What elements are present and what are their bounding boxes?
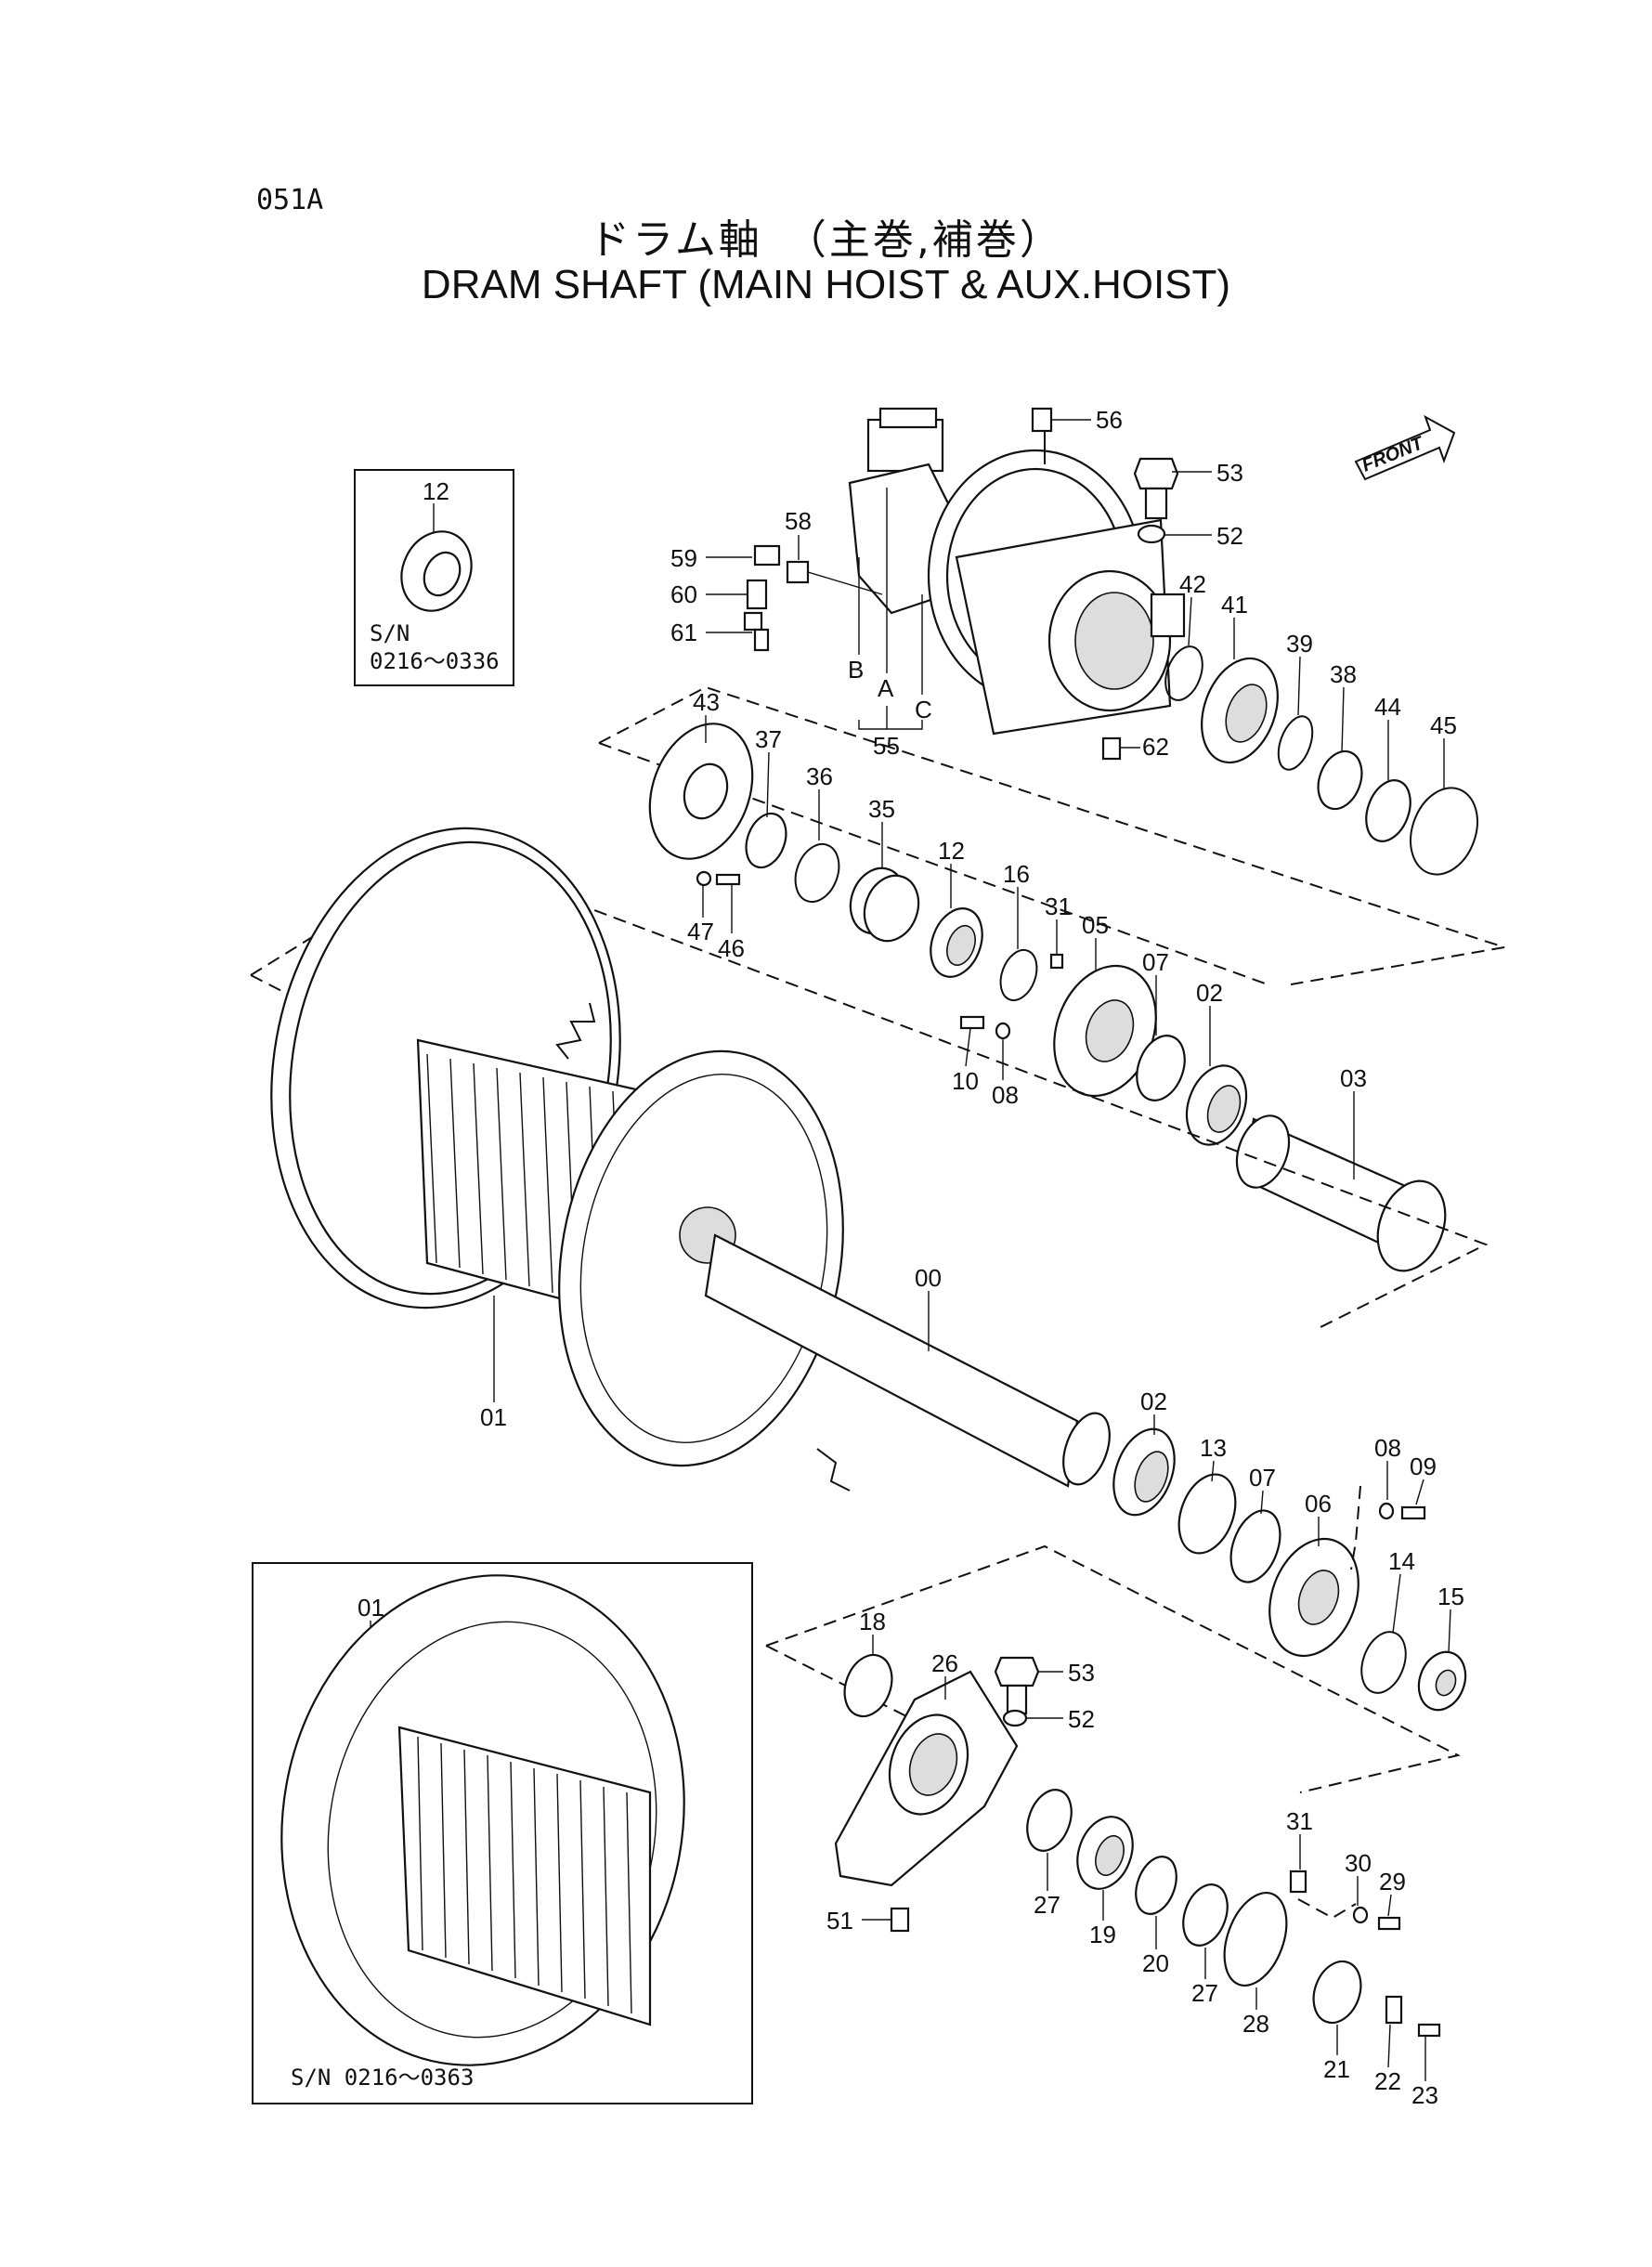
part-label: 52 <box>1068 1705 1095 1733</box>
part-label: 56 <box>1096 406 1123 434</box>
part-label: 52 <box>1216 522 1243 550</box>
part-label: 16 <box>1003 860 1030 888</box>
part-label: 03 <box>1340 1064 1367 1092</box>
part-label: 09 <box>1410 1453 1437 1480</box>
part-label: 39 <box>1286 630 1313 658</box>
part-label: 46 <box>718 934 745 962</box>
part-label: C <box>915 696 932 723</box>
inset-top-box: 12 S/N 0216～0336 <box>354 469 514 686</box>
part-label: 37 <box>755 725 782 753</box>
fitting-parts <box>743 544 883 652</box>
part-label: 12 <box>938 837 965 865</box>
part-label: 27 <box>1034 1891 1060 1919</box>
part-label-inset-12: 12 <box>423 477 449 505</box>
part-label: 41 <box>1221 591 1248 619</box>
part-label: 59 <box>670 544 697 572</box>
upper-bearing-group <box>598 645 1505 1272</box>
part-label: 47 <box>687 918 714 945</box>
part-label: 10 <box>952 1067 979 1095</box>
lower-bearing-group <box>1112 1427 1467 1712</box>
part-label: 58 <box>785 507 812 535</box>
part-label: 00 <box>915 1264 942 1292</box>
part-label: 21 <box>1323 2055 1350 2083</box>
title-english: DRAM SHAFT (MAIN HOIST & AUX.HOIST) <box>421 262 1231 307</box>
part-label: 44 <box>1374 693 1401 721</box>
part-label: 53 <box>1216 459 1243 487</box>
part-label: 60 <box>670 580 697 608</box>
part-label: 02 <box>1196 979 1223 1007</box>
part-label: 28 <box>1242 2010 1269 2038</box>
part-label: 13 <box>1200 1434 1227 1462</box>
part-label: 08 <box>1374 1434 1401 1462</box>
part-label-inset-01: 01 <box>358 1594 384 1622</box>
part-label: 31 <box>1045 892 1072 920</box>
hoist-drum <box>250 827 1489 1492</box>
part-label: 23 <box>1411 2081 1438 2109</box>
front-arrow-label: FRONT <box>1359 433 1428 476</box>
inset-top-sn-label: S/N <box>370 620 410 646</box>
part-label: 27 <box>1191 1979 1218 2007</box>
part-callouts: 56 53 52 58 59 60 61 B A C 55 42 41 39 3… <box>480 406 1464 2109</box>
part-label: 35 <box>868 795 895 823</box>
part-label: 26 <box>931 1649 958 1677</box>
part-label: 43 <box>693 688 720 716</box>
part-label: 15 <box>1437 1583 1464 1610</box>
part-label: 18 <box>859 1608 886 1635</box>
part-label: B <box>848 656 864 684</box>
part-label: 06 <box>1305 1490 1332 1518</box>
inset-top-sn-range: 0216～0336 <box>370 648 500 674</box>
part-label: 05 <box>1082 911 1109 939</box>
part-label: A <box>878 674 894 702</box>
pillow-block-group <box>765 1544 1461 2038</box>
page-code: 051A <box>256 184 324 216</box>
part-label: 61 <box>670 619 697 646</box>
part-label: 02 <box>1140 1388 1167 1415</box>
part-label: 20 <box>1142 1949 1169 1977</box>
part-label: 07 <box>1249 1464 1276 1492</box>
part-label: 22 <box>1374 2067 1401 2095</box>
part-label: 31 <box>1286 1807 1313 1835</box>
inset-bottom-sn-range: S/N 0216～0363 <box>291 2065 474 2091</box>
part-label: 07 <box>1142 948 1169 976</box>
inset-bottom-box: 01 S/N 0216～0363 <box>252 1562 753 2104</box>
part-label: 45 <box>1430 711 1457 739</box>
part-label: 51 <box>826 1907 853 1935</box>
front-arrow-icon: FRONT <box>1354 414 1456 481</box>
part-label: 55 <box>873 732 900 760</box>
part-label: 62 <box>1142 733 1169 761</box>
part-label: 19 <box>1089 1921 1116 1948</box>
part-label: 14 <box>1388 1547 1415 1575</box>
part-label: 08 <box>992 1081 1019 1109</box>
part-label: 42 <box>1179 570 1206 598</box>
part-label: 36 <box>806 762 833 790</box>
part-label: 38 <box>1330 660 1357 688</box>
title-japanese: ドラム軸 （主巻,補巻） <box>589 216 1063 264</box>
bolts-top <box>1031 407 1179 761</box>
hoist-motor-housing <box>848 407 1186 736</box>
part-label: 29 <box>1379 1868 1406 1896</box>
part-label: 53 <box>1068 1659 1095 1687</box>
part-label: 30 <box>1345 1849 1372 1877</box>
part-label: 01 <box>480 1403 507 1431</box>
